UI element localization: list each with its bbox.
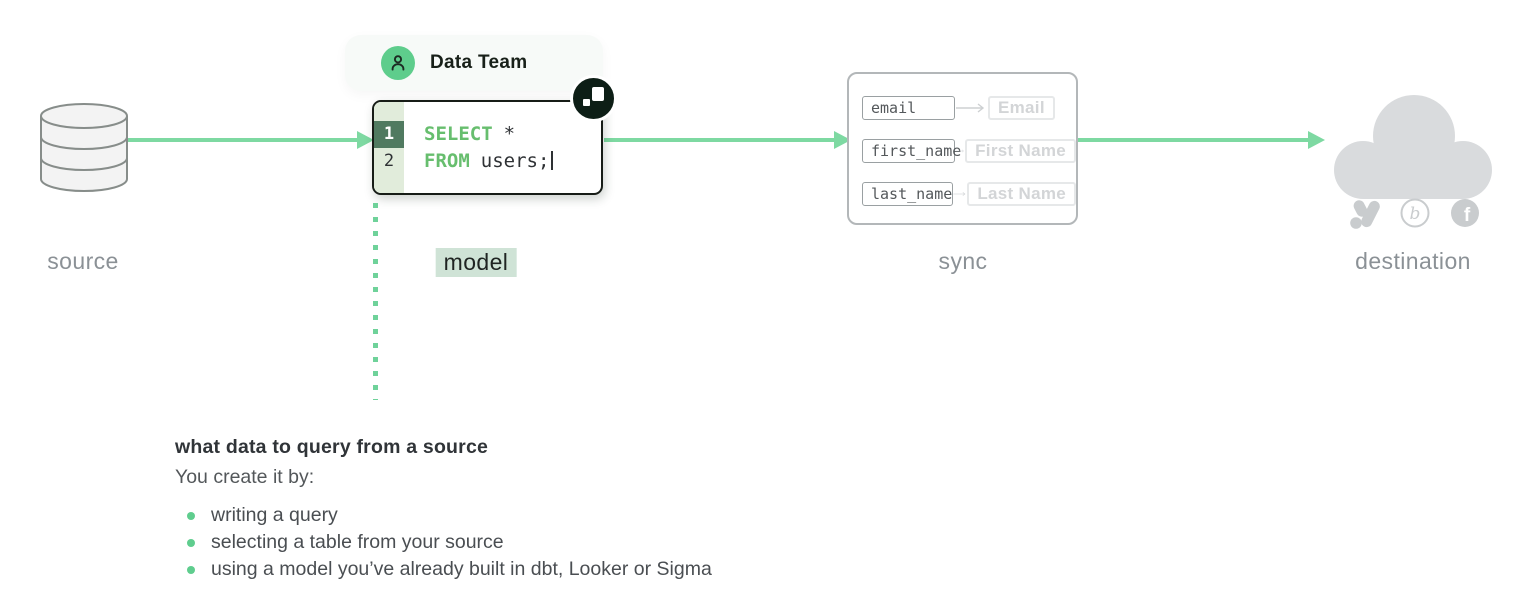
mapping-row: email Email <box>862 96 1076 120</box>
hightouch-logo-icon <box>570 75 617 122</box>
code-line: FROM users; <box>424 148 554 175</box>
mapping-arrow-icon <box>953 192 966 196</box>
google-ads-icon <box>1350 200 1380 229</box>
cloud-icon <box>1334 95 1492 199</box>
arrow-right-icon <box>604 131 851 149</box>
source-field: email <box>862 96 955 120</box>
list-item: selecting a table from your source <box>175 529 895 556</box>
code-area: SELECT * FROM users; <box>404 102 554 193</box>
destination-field: Email <box>988 96 1055 120</box>
avatar <box>381 46 415 80</box>
arrow-right-icon <box>1077 131 1325 149</box>
source-field: first_name <box>862 139 961 163</box>
line-number: 1 <box>374 121 404 148</box>
data-team-badge: Data Team <box>345 35 603 91</box>
arrow-shaft <box>127 138 359 142</box>
sync-mapping-box: email Email first_name First Name last_n… <box>847 72 1078 225</box>
line-number: 2 <box>383 151 395 171</box>
sync-label: sync <box>938 248 988 274</box>
sql-keyword: SELECT <box>424 123 493 145</box>
person-icon <box>391 55 405 71</box>
list-item: writing a query <box>175 502 895 529</box>
bullet-text: writing a query <box>211 504 338 526</box>
notes-intro: You create it by: <box>175 466 315 488</box>
mapping-row: first_name First Name <box>862 139 1076 163</box>
arrow-shaft <box>1077 138 1310 142</box>
sql-text: users; <box>480 150 550 172</box>
badge-label: Data Team <box>430 52 528 73</box>
line-number-gutter: 1 2 <box>374 102 404 193</box>
dotted-connector <box>373 203 378 400</box>
list-item: using a model you’ve already built in db… <box>175 556 895 583</box>
svg-text:f: f <box>1464 205 1471 226</box>
facebook-icon: f <box>1451 199 1479 227</box>
arrow-shaft <box>604 138 836 142</box>
arrow-head <box>834 131 851 149</box>
source-label: source <box>47 248 119 274</box>
destination-field: First Name <box>965 139 1076 163</box>
model-label: model <box>435 248 517 277</box>
hightouch-logo-glyph <box>583 87 604 106</box>
sql-text: * <box>503 123 516 145</box>
bullet-text: selecting a table from your source <box>211 531 504 553</box>
destination-label: destination <box>1355 248 1471 274</box>
bullet-dot <box>187 538 195 547</box>
notes-heading: what data to query from a source <box>175 436 489 458</box>
destination-field: Last Name <box>967 182 1076 206</box>
svg-text:b: b <box>1410 204 1421 224</box>
mapping-arrow-icon <box>956 103 985 113</box>
notes-list: writing a query selecting a table from y… <box>175 502 895 583</box>
database-icon <box>40 103 128 192</box>
bullet-dot <box>187 565 195 574</box>
arrow-head <box>1308 131 1325 149</box>
braze-icon: b <box>1400 198 1430 228</box>
mapping-row: last_name Last Name <box>862 182 1076 206</box>
bullet-dot <box>187 511 195 520</box>
mapping-arrow-icon <box>955 149 964 153</box>
bullet-text: using a model you’ve already built in db… <box>211 558 712 580</box>
text-cursor <box>551 151 554 170</box>
model-notes: what data to query from a source You cre… <box>175 436 895 583</box>
arrow-right-icon <box>127 131 374 149</box>
source-field: last_name <box>862 182 954 206</box>
sql-keyword: FROM <box>424 150 470 172</box>
sql-editor: 1 2 SELECT * FROM users; <box>372 100 603 195</box>
arrow-head <box>357 131 374 149</box>
code-line: SELECT * <box>424 121 553 148</box>
